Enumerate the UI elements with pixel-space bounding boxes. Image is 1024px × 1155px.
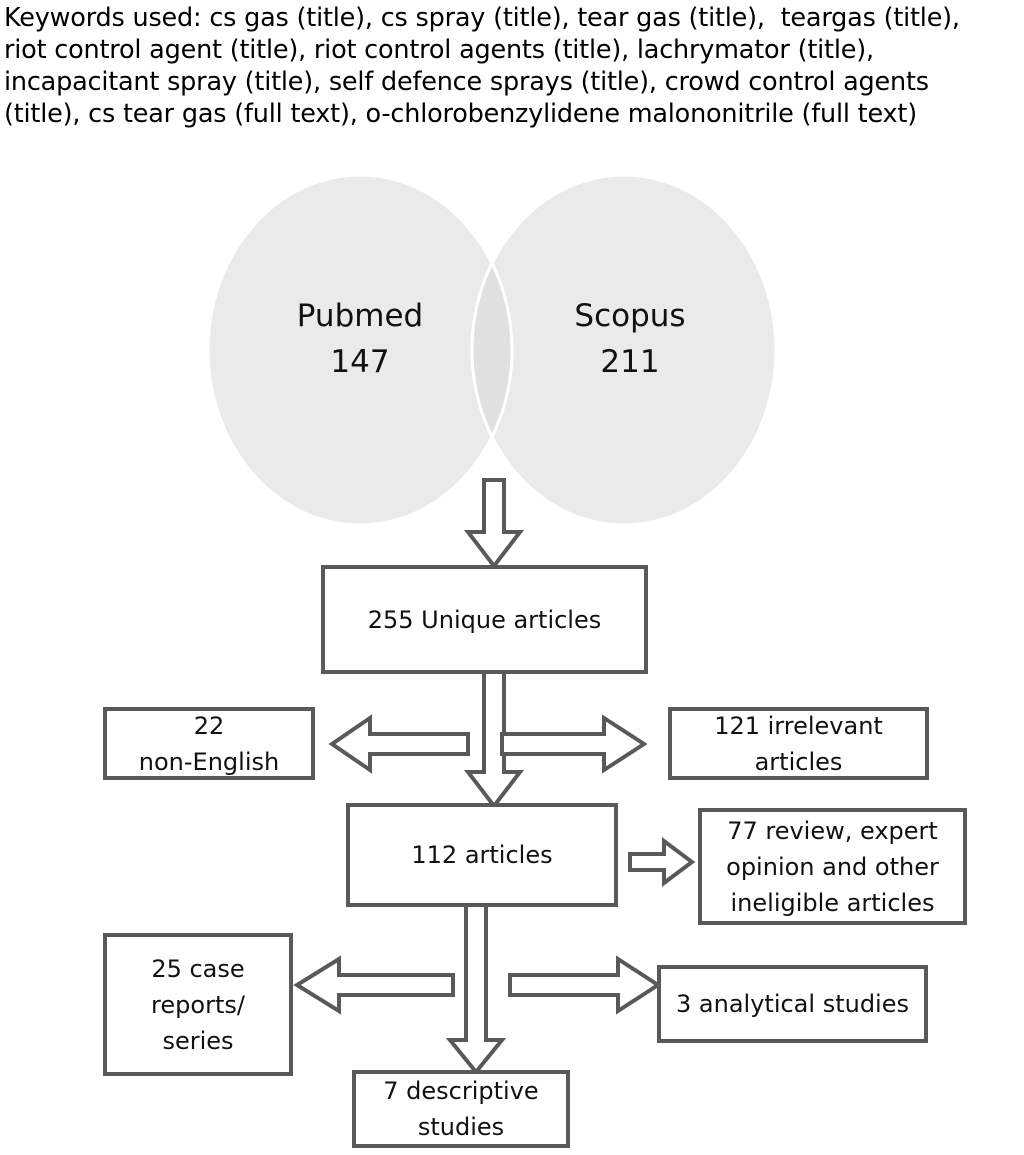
venn-separator-right xyxy=(470,173,778,527)
arrow-to-non-english xyxy=(328,714,470,774)
arrow-unique-to-112-articles xyxy=(463,666,525,810)
keywords-used-text: Keywords used: cs gas (title), cs spray … xyxy=(4,3,960,129)
arrow-to-analytical-studies xyxy=(508,955,662,1015)
box-case-reports-series: 25 case reports/ series xyxy=(103,933,293,1076)
arrow-to-review-expert xyxy=(628,837,696,887)
box-112-articles: 112 articles xyxy=(346,803,618,907)
box-irrelevant-articles: 121 irrelevant articles xyxy=(668,707,929,780)
venn-label-scopus: Scopus 211 xyxy=(574,298,686,380)
box-descriptive-studies: 7 descriptive studies xyxy=(352,1070,570,1148)
box-review-expert-ineligible: 77 review, expert opinion and other inel… xyxy=(698,808,967,925)
arrow-to-irrelevant-articles xyxy=(500,714,648,774)
box-unique-articles: 255 Unique articles xyxy=(321,565,648,674)
arrow-to-descriptive-studies xyxy=(445,898,507,1076)
box-non-english: 22 non-English xyxy=(103,707,315,780)
arrow-to-case-reports xyxy=(293,955,455,1015)
venn-diagram: Pubmed 147 Scopus 211 xyxy=(200,168,784,528)
box-analytical-studies: 3 analytical studies xyxy=(657,965,928,1043)
venn-label-pubmed: Pubmed 147 xyxy=(296,298,424,380)
venn-separator-left xyxy=(206,173,514,527)
arrow-venn-to-unique-articles xyxy=(463,478,525,570)
